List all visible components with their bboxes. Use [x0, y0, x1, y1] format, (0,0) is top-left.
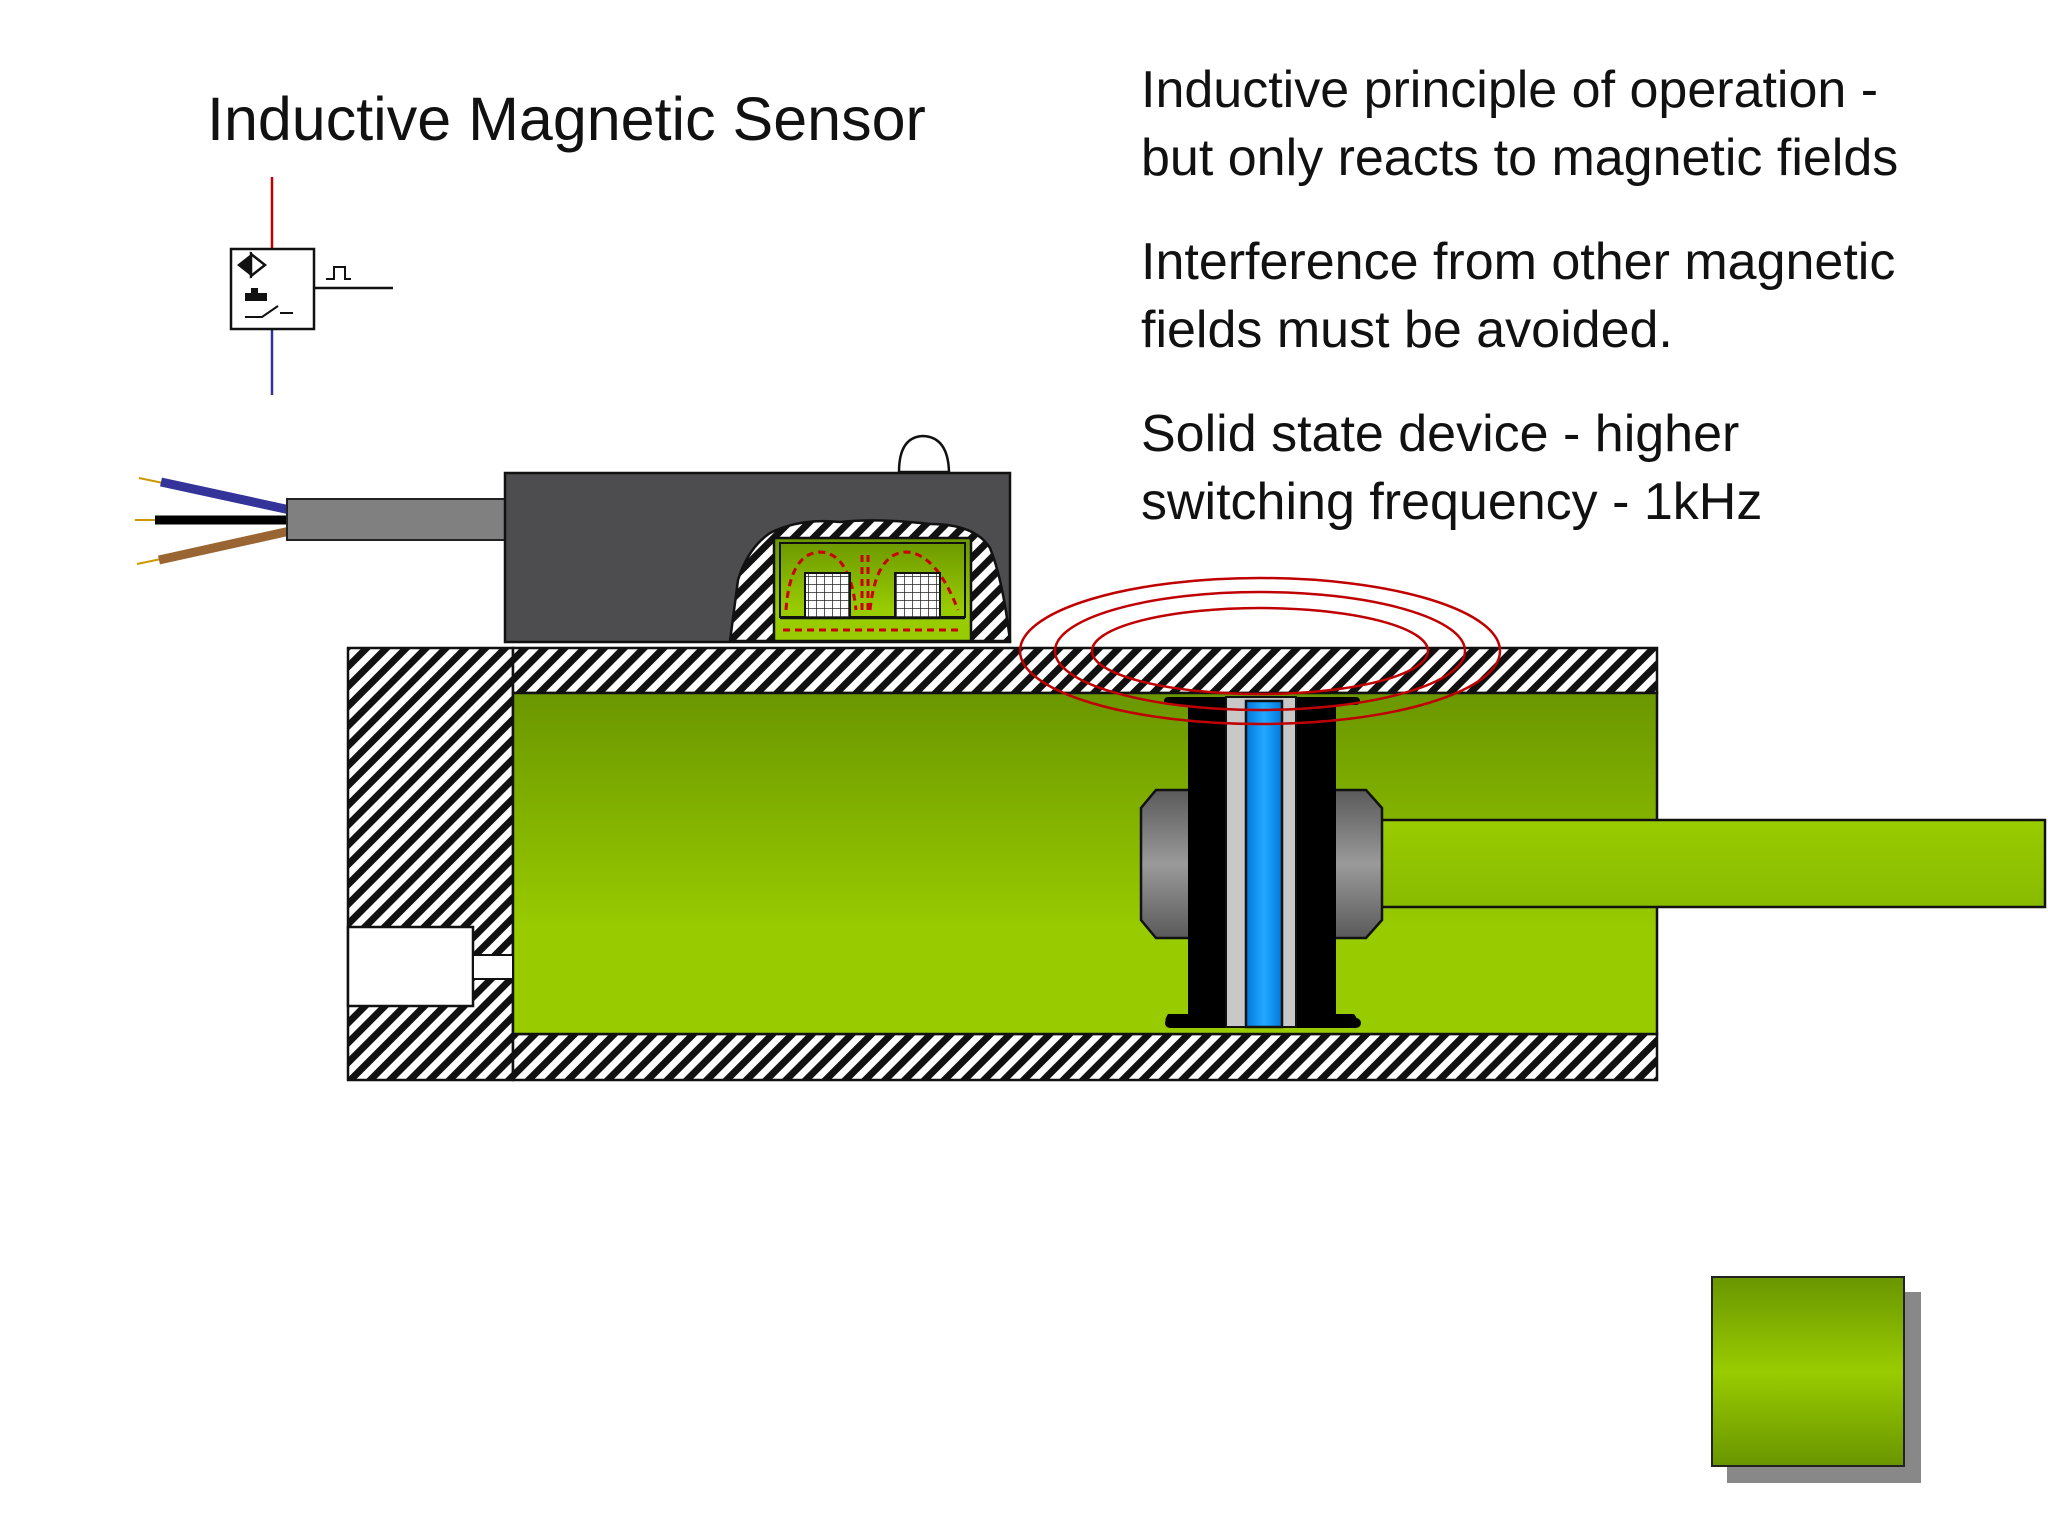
- bullet-operation-principle: Inductive principle of operation - but o…: [1141, 56, 2031, 192]
- slide-title: Inductive Magnetic Sensor: [207, 85, 926, 153]
- magnetic-sensor-body: [503, 434, 1012, 644]
- bullet-line: switching frequency - 1kHz: [1141, 473, 1763, 531]
- cylinder-top-wall: [511, 646, 1659, 695]
- pulse-output-icon: [326, 266, 351, 280]
- bullet-line: Inductive principle of operation -: [1141, 61, 1879, 119]
- cable-sheath: [286, 498, 506, 541]
- sensor-coil-housing: [772, 536, 973, 643]
- piston-magnet: [1244, 699, 1284, 1029]
- next-slide-button[interactable]: [1711, 1276, 1905, 1467]
- air-port: [346, 925, 475, 1008]
- magnetic-field-lines: [1018, 576, 1502, 726]
- bullet-line: Interference from other magnetic: [1141, 233, 1896, 291]
- sensor-coil-right: [894, 572, 941, 619]
- sensor-schematic-symbol: [229, 177, 393, 395]
- wire-blue: [160, 477, 291, 515]
- bullet-list: Inductive principle of operation - but o…: [1141, 56, 2031, 572]
- cylinder-bottom-wall: [511, 1032, 1659, 1082]
- sensor-cable: [135, 477, 506, 565]
- coil-field-lines: [783, 550, 962, 632]
- wire-tip-bottom: [136, 558, 162, 565]
- sensor-led-dome: [897, 434, 951, 474]
- bullet-line: but only reacts to magnetic fields: [1141, 129, 1899, 187]
- bullet-interference: Interference from other magnetic fields …: [1141, 228, 2031, 364]
- sensor-coil-left: [804, 572, 851, 619]
- piston-seal-left: [1165, 701, 1226, 1022]
- bullet-line: Solid state device - higher: [1141, 405, 1740, 463]
- piston-seal-right: [1296, 701, 1357, 1022]
- bullet-line: fields must be avoided.: [1141, 301, 1673, 359]
- air-port-channel: [472, 954, 514, 980]
- wire-brown: [158, 526, 291, 565]
- bullet-solid-state: Solid state device - higher switching fr…: [1141, 400, 2031, 536]
- wire-tip-top: [138, 477, 164, 484]
- piston: [1139, 696, 1384, 1029]
- piston-rod: [1374, 818, 2047, 909]
- cylinder-end-cap: [346, 646, 515, 1082]
- inductive-sensor-symbol-icon: [237, 251, 293, 318]
